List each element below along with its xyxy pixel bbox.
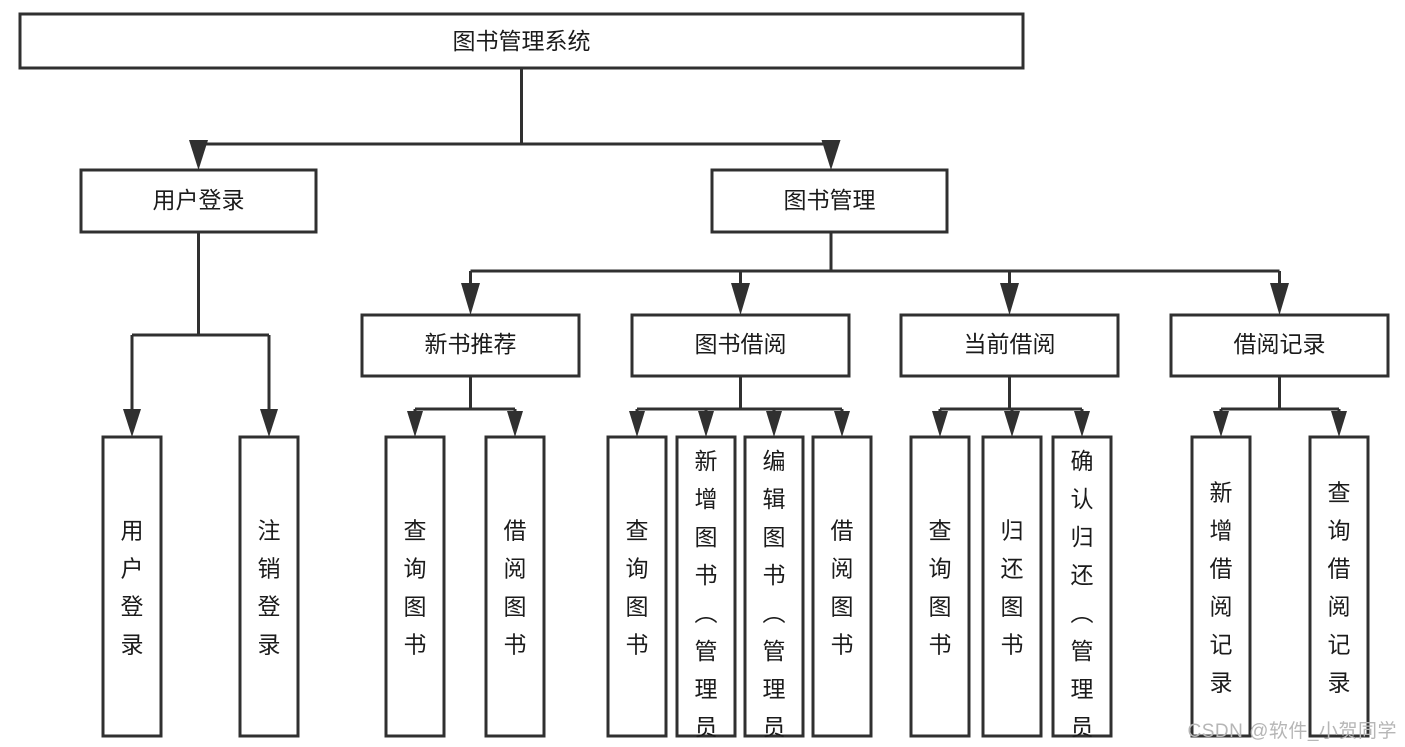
arrow-book-mgmt-to-book-borrow: [731, 283, 750, 315]
node-borrow-record-label: 借阅记录: [1234, 331, 1326, 357]
leaf-nodes-group: 用户登录 注销登录 查询图书 借阅图书 查询图书 新增图书︵管理员︶ 编辑图书︵管理员︶ 借阅…: [101, 435, 1370, 747]
node-current-borrow[interactable]: 当前借阅: [899, 313, 1120, 378]
arrow-root-to-book-mgmt: [821, 140, 841, 170]
node-current-borrow-box[interactable]: [899, 313, 1120, 378]
arrow-book-borrow-to-edit-book: [766, 411, 782, 437]
leaf-node[interactable]: 新增借阅记录: [1190, 435, 1252, 738]
node-root-label: 图书管理系统: [453, 28, 591, 54]
connector-book-borrow-bus: [635, 376, 844, 416]
leaf-node[interactable]: 归还图书: [981, 435, 1043, 738]
leaf-add-record-box[interactable]: [1190, 435, 1252, 738]
node-new-book-rec-label: 新书推荐: [425, 331, 517, 357]
leaf-node[interactable]: 查询借阅记录: [1308, 435, 1370, 738]
leaf-add-record-label: 新增借阅记录: [1210, 480, 1233, 696]
leaf-query-record-label: 查询借阅记录: [1328, 480, 1351, 696]
leaf-return-book-label: 归还图书: [1001, 518, 1024, 658]
leaf-borrow-book-2-box[interactable]: [811, 435, 873, 738]
leaf-logout-box[interactable]: [238, 435, 300, 738]
node-user-login[interactable]: 用户登录: [79, 168, 318, 234]
leaf-query-book-1-label: 查询图书: [404, 518, 427, 658]
arrow-book-borrow-to-borrow-book: [834, 411, 850, 437]
connector-root-bus: [197, 68, 833, 152]
leaf-node[interactable]: 用户登录: [101, 435, 163, 738]
node-user-login-label: 用户登录: [153, 187, 245, 213]
connector-book-mgmt-bus: [469, 232, 1281, 285]
node-new-book-rec[interactable]: 新书推荐: [360, 313, 581, 378]
node-root-box[interactable]: [18, 12, 1025, 70]
arrow-user-login-to-leaf-user-login: [123, 409, 141, 437]
arrow-book-mgmt-to-current-borrow: [1000, 283, 1019, 315]
leaf-borrow-book-2-label: 借阅图书: [831, 518, 854, 658]
node-user-login-box[interactable]: [79, 168, 318, 234]
node-borrow-record[interactable]: 借阅记录: [1169, 313, 1390, 378]
leaf-node[interactable]: 确认归还︵管理员︶: [1051, 435, 1113, 747]
node-current-borrow-label: 当前借阅: [964, 331, 1056, 357]
leaf-query-book-1-box[interactable]: [384, 435, 446, 738]
arrow-current-borrow-to-confirm-return: [1074, 411, 1090, 437]
leaf-node[interactable]: 新增图书︵管理员︶: [675, 435, 737, 747]
leaf-edit-book-box[interactable]: [743, 435, 805, 738]
node-book-borrow-box[interactable]: [630, 313, 851, 378]
leaf-node[interactable]: 查询图书: [909, 435, 971, 738]
arrow-current-borrow-to-query-book: [932, 411, 948, 437]
leaf-node[interactable]: 借阅图书: [811, 435, 873, 738]
connector-current-borrow-bus: [938, 376, 1084, 416]
leaf-add-book-label: 新增图书︵管理员︶: [695, 448, 718, 747]
connector-new-book-rec-bus: [413, 376, 517, 416]
arrow-book-borrow-to-query-book: [629, 411, 645, 437]
leaf-node[interactable]: 注销登录: [238, 435, 300, 738]
node-new-book-rec-box[interactable]: [360, 313, 581, 378]
node-book-mgmt[interactable]: 图书管理: [710, 168, 949, 234]
node-book-mgmt-label: 图书管理: [784, 187, 876, 213]
leaf-borrow-book-1-label: 借阅图书: [504, 518, 527, 658]
connector-borrow-record-bus: [1219, 376, 1341, 416]
node-book-mgmt-box[interactable]: [710, 168, 949, 234]
node-borrow-record-box[interactable]: [1169, 313, 1390, 378]
leaf-query-book-2-box[interactable]: [606, 435, 668, 738]
connectors-group: [123, 68, 1347, 437]
arrow-book-mgmt-to-new-book-rec: [461, 283, 480, 315]
connector-user-login-bus: [130, 232, 271, 414]
arrow-current-borrow-to-return-book: [1004, 411, 1020, 437]
leaf-query-book-3-box[interactable]: [909, 435, 971, 738]
leaf-user-login-label: 用户登录: [121, 518, 144, 658]
arrow-book-mgmt-to-borrow-record: [1270, 283, 1289, 315]
leaf-query-book-2-label: 查询图书: [626, 518, 649, 658]
leaf-borrow-book-1-box[interactable]: [484, 435, 546, 738]
leaf-add-book-box[interactable]: [675, 435, 737, 738]
node-book-borrow[interactable]: 图书借阅: [630, 313, 851, 378]
leaf-node[interactable]: 编辑图书︵管理员︶: [743, 435, 805, 747]
node-root[interactable]: 图书管理系统: [18, 12, 1025, 70]
leaf-node[interactable]: 借阅图书: [484, 435, 546, 738]
leaf-return-book-box[interactable]: [981, 435, 1043, 738]
arrow-root-to-user-login: [189, 140, 208, 170]
arrow-new-book-rec-to-borrow-book: [507, 411, 523, 437]
leaf-query-book-3-label: 查询图书: [929, 518, 952, 658]
arrow-user-login-to-leaf-logout: [260, 409, 278, 437]
leaf-query-record-box[interactable]: [1308, 435, 1370, 738]
leaf-confirm-return-box[interactable]: [1051, 435, 1113, 738]
leaf-confirm-return-label: 确认归还︵管理员︶: [1071, 448, 1094, 747]
arrow-new-book-rec-to-query-book: [407, 411, 423, 437]
arrow-borrow-record-to-query-record: [1331, 411, 1347, 437]
arrow-book-borrow-to-add-book: [698, 411, 714, 437]
leaf-user-login-box[interactable]: [101, 435, 163, 738]
leaf-logout-label: 注销登录: [258, 518, 281, 658]
arrow-borrow-record-to-add-record: [1213, 411, 1229, 437]
leaf-node[interactable]: 查询图书: [384, 435, 446, 738]
node-book-borrow-label: 图书借阅: [695, 331, 787, 357]
leaf-node[interactable]: 查询图书: [606, 435, 668, 738]
leaf-edit-book-label: 编辑图书︵管理员︶: [763, 448, 786, 747]
